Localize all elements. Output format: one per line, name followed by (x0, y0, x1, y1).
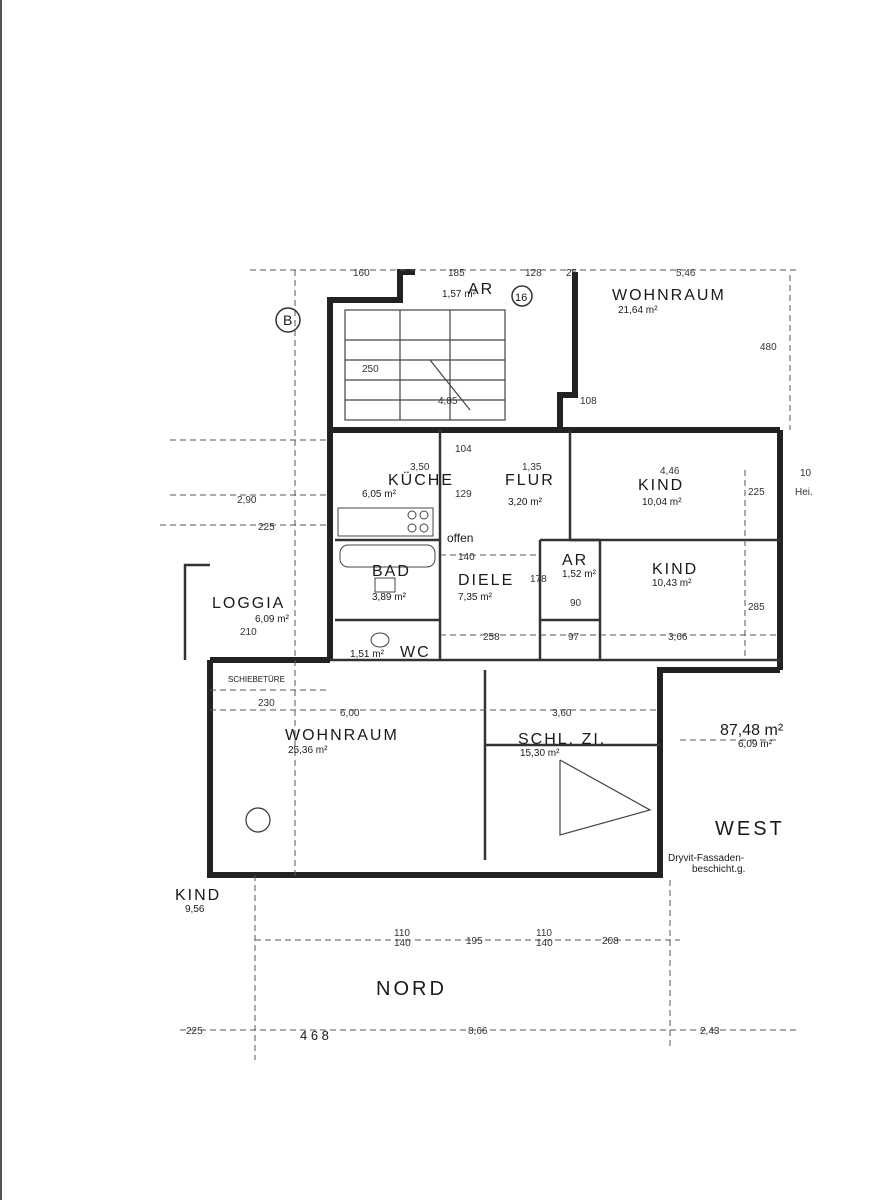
kitchen-fixtures (337, 507, 434, 537)
text-labels: B 16 WOHNRAUM 21,64 m² AR 1,57 m² KÜCHE … (175, 281, 813, 1000)
room-ar-abstell-name: AR (562, 552, 588, 569)
facade-note-2: beschicht.g. (692, 864, 745, 875)
dimension-lines (160, 269, 800, 1060)
orientation-nord: NORD (376, 978, 447, 1000)
dim-195: 195 (466, 936, 483, 947)
room-wohnraum-top-area: 21,64 m² (618, 305, 658, 316)
facade-note-1: Dryvit-Fassaden- (668, 853, 744, 864)
offen-label: offen (447, 531, 473, 545)
dim-225c: 225 (186, 1026, 203, 1037)
dim-250: 250 (362, 364, 379, 375)
dim-258: 258 (483, 632, 500, 643)
room-wc-area: 1,51 m² (350, 649, 385, 660)
dim-366: 3,66 (668, 632, 688, 643)
dim-90: 90 (570, 598, 582, 609)
room-wohnraum-top-name: WOHNRAUM (612, 287, 726, 304)
room-kueche-area: 6,05 m² (362, 489, 397, 500)
dim-104: 104 (455, 444, 472, 455)
axis-b-marker (275, 307, 301, 333)
dim-10: 10 (800, 468, 812, 479)
dim-129: 129 (455, 489, 472, 500)
staircase (344, 309, 506, 421)
dim-468: 4 6 8 (300, 1028, 329, 1043)
dim-360: 3,60 (552, 708, 572, 719)
axis-b-label: B (283, 312, 292, 328)
dim-25: 25 (566, 268, 578, 279)
dim-285: 285 (748, 602, 765, 613)
room-loggia-name: LOGGIA (212, 595, 285, 612)
dim-208: 208 (602, 936, 619, 947)
dim-128: 128 (525, 268, 542, 279)
room-flur-area: 3,20 m² (508, 497, 543, 508)
dim-135: 1,35 (522, 462, 542, 473)
dim-225b: 225 (258, 522, 275, 533)
orientation-west: WEST (715, 818, 785, 840)
stair-number: 16 (515, 292, 527, 304)
interior-walls (330, 430, 780, 860)
stair-number-marker (511, 285, 533, 307)
room-kind-2-name: KIND (652, 561, 698, 578)
outer-walls (183, 269, 783, 878)
dim-140a: 140 (394, 938, 411, 949)
dim-110b: 110 (536, 928, 552, 939)
room-diele-name: DIELE (458, 572, 514, 589)
dim-140: 140 (458, 552, 475, 563)
dim-546: 5,46 (676, 268, 696, 279)
dim-350: 3,50 (410, 462, 430, 473)
room-bad-name: BAD (372, 563, 411, 580)
schiebetuere-label: SCHIEBETÜRE (228, 675, 285, 684)
room-kind-sw-name: KIND (175, 887, 221, 904)
dim-160: 160 (353, 268, 370, 279)
room-kind-1-name: KIND (638, 477, 684, 494)
wardrobe (559, 759, 652, 836)
dim-446: 4,46 (660, 466, 680, 477)
dim-110a: 110 (394, 928, 410, 939)
room-loggia-area: 6,09 m² (255, 614, 290, 625)
room-ar-top-area: 1,57 m² (442, 289, 477, 300)
room-wc-name: WC (400, 644, 431, 661)
room-schlafzimmer-name: SCHL. ZI. (518, 731, 606, 748)
dim-97: 97 (568, 632, 580, 643)
room-wohnraum-main-name: WOHNRAUM (285, 727, 399, 744)
total-area-sub: 6,09 m² (738, 739, 773, 750)
room-bad-area: 3,89 m² (372, 592, 407, 603)
room-diele-area: 7,35 m² (458, 592, 493, 603)
dim-108: 108 (580, 396, 597, 407)
room-kind-2-area: 10,43 m² (652, 578, 692, 589)
dim-178: 178 (530, 574, 547, 585)
room-flur-name: FLUR (505, 472, 555, 489)
dim-185: 185 (448, 268, 465, 279)
room-ar-abstell-area: 1,52 m² (562, 569, 597, 580)
dimension-texts: 160 185 128 25 5,46 480 108 4,85 250 104… (186, 268, 812, 1043)
room-kueche-name: KÜCHE (388, 471, 454, 489)
total-area: 87,48 m² (720, 722, 784, 739)
hei-label: Hei. (795, 487, 813, 498)
kind-sw-marker (245, 807, 271, 833)
bath-fixtures (339, 544, 436, 648)
dim-290: 2,90 (237, 495, 257, 506)
dim-866: 8,66 (468, 1026, 488, 1037)
dim-225a: 225 (748, 487, 765, 498)
dim-600: 6,00 (340, 708, 360, 719)
dim-210: 210 (240, 627, 257, 638)
room-kind-1-area: 10,04 m² (642, 497, 682, 508)
room-ar-top-name: AR (468, 281, 494, 298)
dim-485: 4,85 (438, 396, 458, 407)
room-schlafzimmer-area: 15,30 m² (520, 748, 560, 759)
room-kind-sw-area: 9,56 (185, 904, 205, 915)
dim-140b: 140 (536, 938, 553, 949)
room-wohnraum-main-area: 25,36 m² (288, 745, 328, 756)
dim-230: 230 (258, 698, 275, 709)
dim-243: 2,43 (700, 1026, 720, 1037)
dim-480: 480 (760, 342, 777, 353)
